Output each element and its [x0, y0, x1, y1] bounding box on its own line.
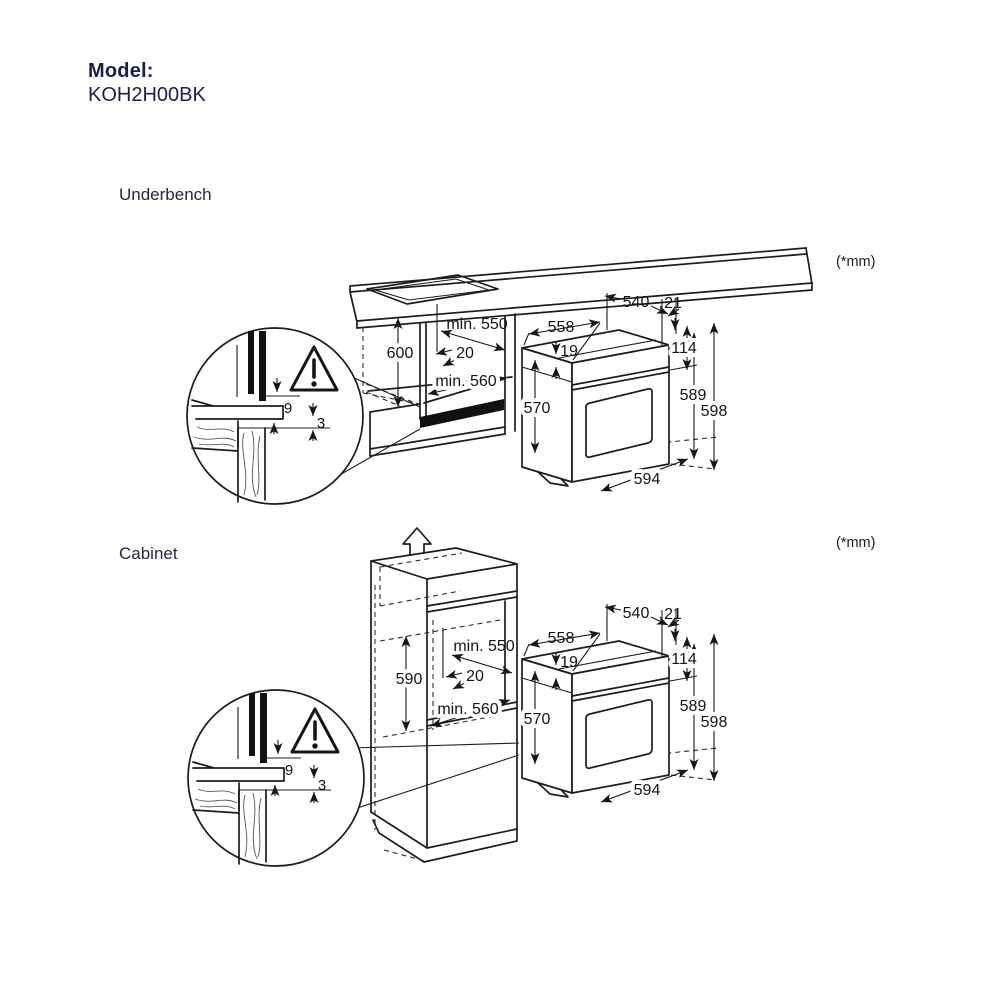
cabinet-detail-view	[188, 690, 364, 866]
cabinet-bottom-edges	[370, 811, 518, 849]
units-note-cabinet: (*mm)	[836, 535, 876, 551]
dim-oven-570: 570	[524, 400, 551, 417]
dim-oven-114: 114	[671, 340, 697, 357]
dim-oven-589: 589	[680, 387, 707, 404]
dim-detail-3: 3	[317, 415, 325, 432]
underbench-oven-dimensions: 558 540 21 19 114 570 589 598 594	[520, 294, 732, 492]
dim-arrow-20b	[452, 680, 466, 690]
cabinet-top-face	[370, 547, 518, 580]
dim-rear-gap: 20	[466, 668, 484, 685]
niche-left-wall	[419, 322, 427, 422]
cabinet-oven-dimensions: 558 540 21 19 114 570 589 598 594	[520, 605, 732, 803]
dim-min-depth-bottom: min. 560	[437, 701, 498, 718]
dim-rear-gap: 20	[456, 345, 474, 362]
dim-oven-540: 540	[623, 294, 650, 311]
plinth-edges	[372, 819, 518, 863]
section-title-cabinet: Cabinet	[119, 544, 178, 563]
dim-oven-589: 589	[680, 698, 707, 715]
dim-oven-19: 19	[560, 654, 578, 671]
cooktop-cutout-inner	[374, 278, 490, 301]
section-title-underbench: Underbench	[119, 185, 212, 204]
dim-line-min560	[430, 699, 511, 727]
dim-detail-3: 3	[318, 777, 326, 794]
dim-oven-114: 114	[671, 651, 697, 668]
underbench-niche-dimensions: 600 min. 550 20 min. 560	[383, 316, 508, 407]
top-compartment-interior-dashes	[379, 552, 463, 607]
cooktop-cutout-outer	[366, 274, 499, 305]
model-number: KOH2H00BK	[88, 84, 206, 106]
benchtop-front-edges	[356, 282, 813, 329]
top-compartment-band	[426, 590, 518, 613]
dim-line-min550	[440, 329, 506, 352]
detail-leader-lines	[335, 376, 421, 478]
dim-line-min550	[451, 653, 513, 675]
base-band-lines	[369, 426, 506, 457]
dim-oven-594: 594	[634, 782, 661, 799]
dim-detail-9: 9	[284, 400, 292, 417]
dim-arrow-20b	[442, 357, 456, 367]
benchtop-back-edges	[349, 247, 807, 293]
dim-niche-height: 590	[396, 671, 423, 688]
dim-oven-594: 594	[634, 471, 661, 488]
model-label: Model:	[88, 60, 154, 82]
dim-oven-570: 570	[524, 711, 551, 728]
dim-oven-540: 540	[623, 605, 650, 622]
dim-oven-19: 19	[560, 343, 578, 360]
plinth-hidden-dash	[383, 849, 426, 862]
dim-niche-height: 600	[387, 345, 414, 362]
dim-oven-558: 558	[548, 630, 575, 647]
underbench-diagram: 600 min. 550 20 min. 560 9 3 558 540 21 …	[187, 247, 813, 504]
ventilation-slot	[420, 399, 504, 428]
dim-oven-598: 598	[701, 714, 728, 731]
dim-arrow-20a	[435, 346, 453, 356]
detail-leader-lines	[344, 742, 520, 813]
dim-min-depth-top: min. 550	[453, 638, 514, 655]
cabinet-column	[370, 527, 518, 863]
niche-right-wall	[504, 313, 516, 435]
dim-detail-9: 9	[285, 762, 293, 779]
dim-oven-598: 598	[701, 403, 728, 420]
dim-oven-21: 21	[664, 295, 682, 312]
units-note-underbench: (*mm)	[836, 254, 876, 270]
cabinet-diagram: 590 min. 550 20 min. 560 9 3 558 540 21 …	[188, 527, 732, 866]
dim-arrow-20a	[445, 669, 463, 679]
dim-line-min560	[427, 375, 503, 396]
underbench-detail-view	[187, 328, 363, 504]
dim-oven-558: 558	[548, 319, 575, 336]
dim-min-depth-top: min. 550	[446, 316, 507, 333]
dim-min-depth-bottom: min. 560	[435, 373, 496, 390]
benchtop-end-caps	[349, 247, 813, 329]
dim-oven-21: 21	[664, 606, 682, 623]
cabinet-niche-dimensions: 590 min. 550 20 min. 560	[392, 628, 515, 731]
